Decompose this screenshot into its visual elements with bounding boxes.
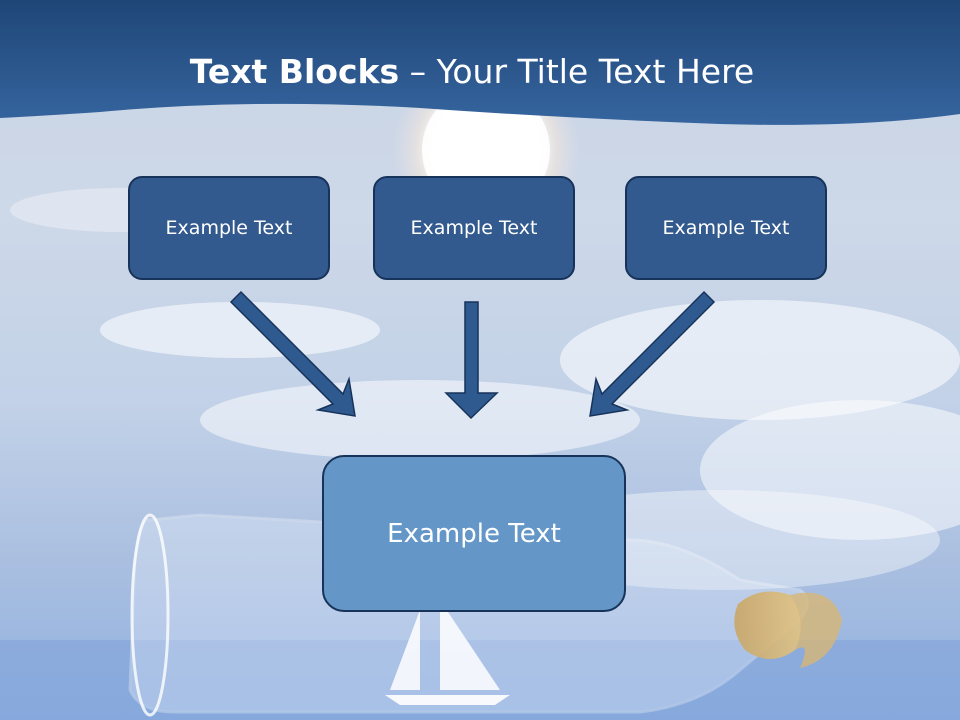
title-bold-part: Text Blocks [189,52,400,91]
text-block-middle-label: Example Text [410,217,538,239]
text-block-bottom[interactable]: Example Text [322,455,626,612]
arrow-left-diagonal [229,290,356,417]
slide-title: Text Blocks – Your Title Text Here [0,52,944,91]
text-block-right[interactable]: Example Text [625,176,827,280]
text-block-left[interactable]: Example Text [128,176,330,280]
text-block-left-label: Example Text [165,217,293,239]
text-block-middle[interactable]: Example Text [373,176,575,280]
title-dash: – [399,52,437,91]
bottle-illustration [128,513,842,717]
title-text: Your Title Text Here [436,52,755,91]
arrow-right-diagonal [589,290,716,417]
header-band [0,0,960,125]
text-block-right-label: Example Text [662,217,790,239]
arrow-down [444,301,499,420]
text-block-bottom-label: Example Text [387,518,561,549]
